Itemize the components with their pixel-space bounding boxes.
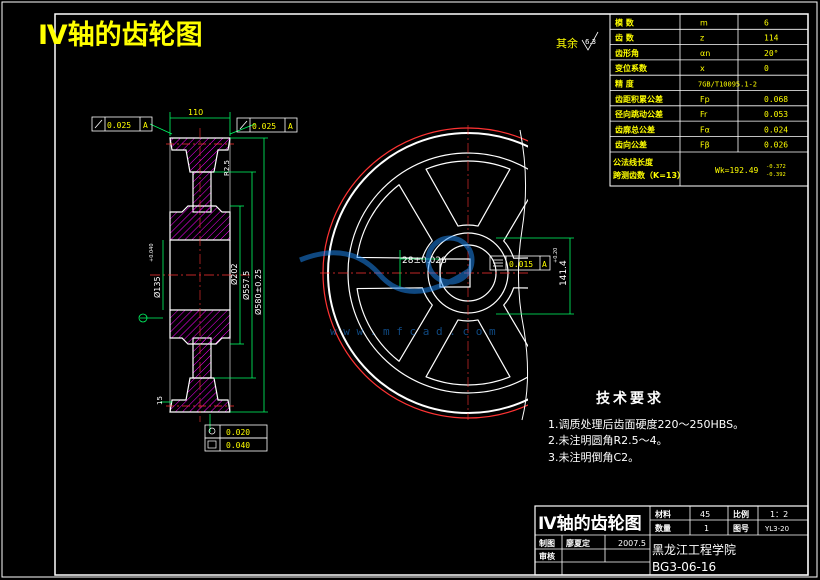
drawing-title: Ⅳ轴的齿轮图 bbox=[38, 19, 203, 51]
front-dimensions bbox=[399, 237, 574, 315]
table-row-value: 6 bbox=[764, 18, 769, 27]
span-row-name-2: 跨测齿数（K=13） bbox=[613, 170, 685, 180]
table-row-value: 0.026 bbox=[764, 141, 788, 150]
drawn-label: 制图 bbox=[539, 538, 555, 548]
gear-parameter-table: 模 数 m 6 齿 数 z 114 齿形角 αn 20° 变位系数 x 0 精 度 7GB/T10095.… bbox=[609, 13, 809, 187]
table-row-symbol: Fβ bbox=[700, 141, 710, 150]
table-row-name: 齿距积累公差 bbox=[615, 94, 663, 104]
inner-border bbox=[54, 13, 809, 576]
tech-req-heading: 技术要求 bbox=[596, 390, 664, 407]
school-name: 黑龙江工程学院 bbox=[652, 542, 736, 557]
table-row-value: 0.068 bbox=[764, 95, 788, 104]
bottom-tol-1: 0.020 bbox=[226, 428, 250, 437]
table-row-name: 齿形角 bbox=[615, 48, 639, 58]
dim-15: 15 bbox=[156, 396, 164, 405]
runout-right-value: 0.025 bbox=[252, 122, 276, 131]
dim-keyway-depth: 141.4 bbox=[559, 260, 569, 286]
dim-keyway-depth-tol: +0.20 bbox=[553, 248, 559, 263]
drawing-no-value: YL3-20 bbox=[764, 525, 789, 533]
break-line bbox=[517, 129, 529, 421]
runout-frame-right: 0.025 A bbox=[236, 117, 298, 133]
table-row-value: 20° bbox=[764, 49, 778, 58]
table-row-name: 径向跳动公差 bbox=[615, 109, 663, 119]
table-row-value: 0.024 bbox=[764, 125, 788, 134]
table-row-name: 齿向公差 bbox=[615, 140, 647, 150]
spoke-hole bbox=[425, 160, 511, 227]
material-value: 45 bbox=[700, 510, 710, 519]
sym-tol-value: 0.015 bbox=[509, 260, 533, 269]
symmetry-frame: 0.015 A bbox=[489, 255, 551, 271]
table-row-symbol: αn bbox=[700, 49, 710, 58]
table-row-symbol: Fα bbox=[700, 125, 710, 134]
dim-bore-tol: +0.040 bbox=[149, 243, 155, 262]
tech-req-item-2: 2.未注明圆角R2.5～4。 bbox=[548, 433, 668, 447]
table-row-name: 齿 数 bbox=[615, 33, 635, 43]
drawn-date: 2007.5 bbox=[618, 539, 646, 548]
class-code: BG3-06-16 bbox=[652, 560, 716, 574]
qty-value: 1 bbox=[704, 524, 709, 533]
table-row-value: 0.053 bbox=[764, 110, 788, 119]
table-row-symbol: Fp bbox=[700, 95, 710, 104]
section-dimensions bbox=[140, 112, 268, 432]
span-row-tol-upper: -0.372 bbox=[766, 164, 786, 170]
gear-front-view bbox=[320, 125, 528, 420]
surface-finish-value: 6.3 bbox=[585, 38, 596, 46]
sym-tol-datum: A bbox=[542, 260, 547, 269]
dim-tip-dia: Ø580±0.25 bbox=[253, 269, 263, 315]
table-row-value: 114 bbox=[764, 34, 779, 43]
table-row-value: 0 bbox=[764, 64, 769, 73]
watermark: w w w . m f c a d . c o m bbox=[299, 235, 496, 338]
spoke-hole bbox=[503, 198, 528, 259]
table-row-name: 变位系数 bbox=[615, 63, 648, 73]
table-row-symbol: x bbox=[700, 64, 705, 73]
scale-value: 1：2 bbox=[770, 510, 788, 519]
surface-finish-icon bbox=[581, 31, 599, 51]
table-row-symbol: Fr bbox=[700, 110, 708, 119]
dim-bore: Ø135 bbox=[152, 276, 162, 298]
span-row-value: Wk=192.49 bbox=[715, 166, 759, 175]
bottom-tolerance-frames: 0.020 0.040 bbox=[204, 424, 268, 452]
runout-right-datum: A bbox=[288, 122, 293, 131]
title-block-name: Ⅳ轴的齿轮图 bbox=[538, 513, 642, 534]
table-row-symbol: z bbox=[700, 34, 704, 43]
dim-web-dia: Ø557.5 bbox=[241, 271, 251, 300]
drawing-no-label: 图号 bbox=[733, 524, 749, 533]
table-row-name: 模 数 bbox=[615, 17, 635, 27]
material-label: 材料 bbox=[655, 509, 671, 519]
dim-keyway-width: 28±0.026 bbox=[402, 256, 447, 266]
table-row-name: 齿廓总公差 bbox=[615, 124, 655, 134]
runout-frame-left: 0.025 A bbox=[91, 116, 153, 132]
spoke-hole bbox=[503, 287, 528, 348]
table-row-name: 精 度 bbox=[615, 79, 635, 89]
span-row-name-1: 公法线长度 bbox=[613, 157, 654, 167]
scale-label: 比例 bbox=[733, 509, 749, 519]
dim-hub-dia: Ø202 bbox=[229, 263, 239, 285]
checked-label: 审核 bbox=[539, 551, 555, 561]
qty-label: 数量 bbox=[655, 523, 671, 533]
dim-width: 110 bbox=[188, 108, 203, 117]
table-row-value: 7GB/T10095.1-2 bbox=[698, 81, 757, 89]
tech-req-item-3: 3.未注明倒角C2。 bbox=[548, 450, 639, 464]
spoke-hole bbox=[425, 319, 511, 386]
runout-left-datum: A bbox=[143, 121, 148, 130]
span-row-tol-lower: -0.392 bbox=[766, 172, 786, 178]
watermark-text: w w w . m f c a d . c o m bbox=[330, 325, 496, 338]
gear-section-view bbox=[150, 128, 250, 422]
datum-a-symbol bbox=[138, 313, 148, 323]
runout-left-value: 0.025 bbox=[107, 121, 131, 130]
drawn-by: 廖夏定 bbox=[566, 538, 590, 548]
spoke-hole bbox=[356, 287, 433, 362]
technical-requirements: 技术要求 1.调质处理后齿面硬度220～250HBS。 2.未注明圆角R2.5～… bbox=[548, 390, 744, 464]
title-block bbox=[534, 505, 809, 576]
tech-req-item-1: 1.调质处理后齿面硬度220～250HBS。 bbox=[548, 417, 744, 431]
surface-finish-note: 其余 bbox=[556, 36, 578, 50]
bottom-tol-2: 0.040 bbox=[226, 441, 250, 450]
table-row-symbol: m bbox=[700, 18, 708, 27]
dim-radius: R2.5 bbox=[223, 160, 231, 176]
spoke-hole bbox=[356, 184, 433, 259]
